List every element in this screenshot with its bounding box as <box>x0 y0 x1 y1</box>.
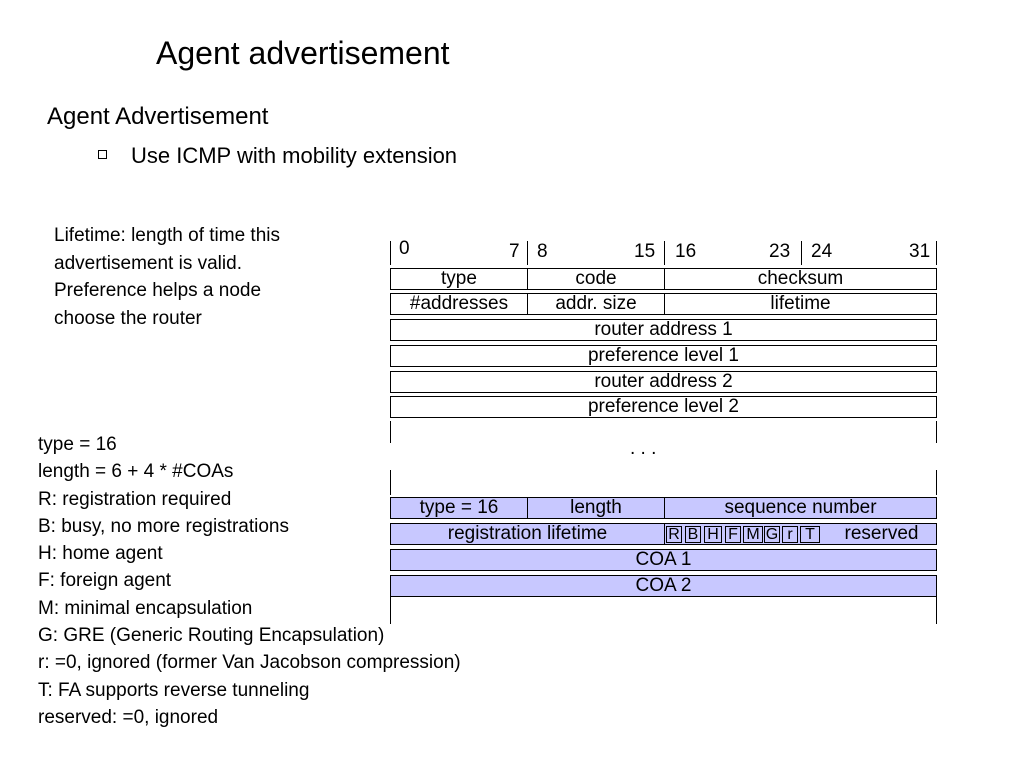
preference-level-1-row: preference level 1 <box>390 345 937 367</box>
router-address-2-row: router address 2 <box>390 371 937 393</box>
code-field: code <box>527 268 664 289</box>
legend-line: length = 6 + 4 * #COAs <box>38 461 234 483</box>
bit-number: 15 <box>634 241 656 262</box>
num-addresses-field: #addresses <box>409 293 509 314</box>
bit-number: 23 <box>769 241 791 262</box>
continuation-line-right <box>936 421 937 443</box>
ext-length-field: length <box>527 497 664 518</box>
note-line: advertisement is valid. <box>54 252 242 274</box>
field-legend: type = 16 length = 6 + 4 * #COAs R: regi… <box>38 431 461 731</box>
note-line: Lifetime: length of time this <box>54 225 280 246</box>
legend-line: r: =0, ignored (former Van Jacobson comp… <box>38 652 461 674</box>
flag-f-foreign-agent: F <box>725 526 741 543</box>
lifetime-notes: Lifetime: length of time this advertisem… <box>54 222 280 332</box>
icmp-header-row-2: #addresses addr. size lifetime <box>390 293 937 315</box>
flag-r-registration: R <box>666 526 682 543</box>
bullet-square-icon <box>98 150 107 159</box>
continuation-line-left <box>390 421 391 443</box>
router-address-1-field: router address 1 <box>594 319 733 340</box>
note-line: choose the router <box>54 307 202 329</box>
continuation-line-right <box>936 470 937 495</box>
flag-r-ignored: r <box>782 526 798 543</box>
legend-line: B: busy, no more registrations <box>38 515 289 537</box>
extension-row-1: type = 16 length sequence number <box>390 497 937 519</box>
ext-type-field: type = 16 <box>419 497 499 518</box>
bit-separator <box>801 241 802 265</box>
coa-1-field: COA 1 <box>635 549 692 570</box>
field-divider <box>664 524 665 544</box>
addr-size-field: addr. size <box>527 293 664 314</box>
bit-number: 24 <box>811 241 833 262</box>
note-line: Preference helps a node <box>54 280 262 301</box>
header-left-border <box>390 241 391 265</box>
flag-m-minimal-encap: M <box>743 526 763 543</box>
legend-line: type = 16 <box>38 434 117 455</box>
legend-line: reserved: =0, ignored <box>38 706 219 728</box>
preference-level-1-field: preference level 1 <box>587 345 740 366</box>
legend-line: T: FA supports reverse tunneling <box>38 679 310 701</box>
reserved-field: reserved <box>844 523 919 544</box>
sequence-number-field: sequence number <box>664 497 936 518</box>
continuation-line-left <box>390 597 391 624</box>
legend-line: G: GRE (Generic Routing Encapsulation) <box>38 625 385 647</box>
type-field: type <box>441 268 477 289</box>
bit-number: 7 <box>509 241 520 262</box>
bit-number: 31 <box>909 241 931 262</box>
legend-line: F: foreign agent <box>38 570 172 592</box>
continuation-line-left <box>390 470 391 495</box>
bit-separator <box>664 241 665 265</box>
bit-number: 16 <box>675 241 697 262</box>
flag-h-home-agent: H <box>704 526 722 543</box>
flag-t-reverse-tunnel: T <box>800 526 820 543</box>
legend-line: M: minimal encapsulation <box>38 597 253 619</box>
extension-row-2: registration lifetime R B H F M G r T re… <box>390 523 937 545</box>
preference-level-2-row: preference level 2 <box>390 396 937 418</box>
continuation-line-right <box>936 597 937 624</box>
icmp-header-row-1: type code checksum <box>390 268 937 290</box>
ellipsis: . . . <box>630 438 657 459</box>
coa-2-row: COA 2 <box>390 575 937 597</box>
registration-lifetime-field: registration lifetime <box>447 523 608 544</box>
flag-g-gre: G <box>764 525 780 543</box>
section-heading: Agent Advertisement <box>47 103 269 130</box>
bit-number: 0 <box>399 238 410 259</box>
legend-line: H: home agent <box>38 543 163 565</box>
router-address-1-row: router address 1 <box>390 319 937 341</box>
bit-number: 8 <box>537 241 548 262</box>
bit-separator <box>527 241 528 265</box>
preference-level-2-field: preference level 2 <box>587 396 740 417</box>
header-right-border <box>936 241 937 265</box>
bullet-text: Use ICMP with mobility extension <box>131 143 458 168</box>
slide-title: Agent advertisement <box>156 35 450 71</box>
legend-line: R: registration required <box>38 488 232 510</box>
coa-2-field: COA 2 <box>635 575 692 596</box>
flag-b-busy: B <box>685 526 701 543</box>
lifetime-field: lifetime <box>664 293 936 314</box>
checksum-field: checksum <box>664 268 936 289</box>
coa-1-row: COA 1 <box>390 549 937 571</box>
router-address-2-field: router address 2 <box>594 371 733 392</box>
